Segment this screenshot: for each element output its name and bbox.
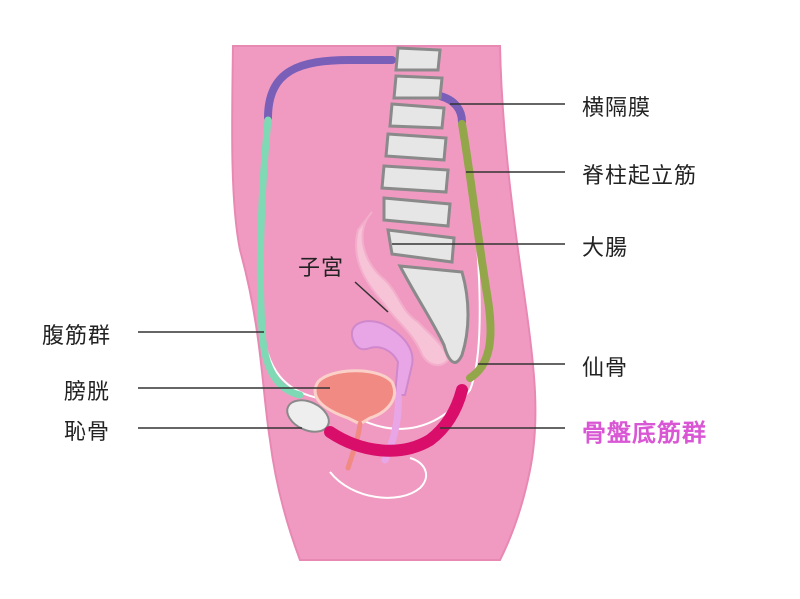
bladder: [313, 369, 396, 426]
sacrum-bone: [397, 264, 470, 364]
vertebra: [386, 228, 456, 264]
label-abdominal-muscles: 腹筋群: [42, 324, 112, 349]
vertebra: [382, 196, 452, 228]
vertebra: [394, 46, 442, 72]
vertebra: [384, 132, 448, 162]
label-bladder: 膀胱: [64, 380, 111, 405]
vertebra: [388, 102, 446, 130]
erector-spinae-muscle: [458, 120, 495, 382]
vertebra: [380, 164, 450, 194]
pelvic-floor-muscles: [324, 384, 468, 457]
vertebral-column: [380, 46, 470, 364]
label-pelvic-floor: 骨盤底筋群: [582, 419, 707, 447]
diaphragm-muscle-right: [436, 92, 466, 126]
label-large-intestine: 大腸: [582, 236, 629, 261]
label-uterus: 子宮: [298, 256, 345, 281]
label-diaphragm: 横隔膜: [582, 96, 652, 121]
label-erector-spinae: 脊柱起立筋: [582, 164, 698, 189]
diaphragm-muscle: [264, 56, 396, 122]
pubic-bone: [286, 399, 330, 433]
pelvic-base-outline: [329, 457, 428, 499]
label-sacrum: 仙骨: [582, 356, 629, 381]
vertebra: [392, 74, 444, 100]
abdominal-muscles: [256, 116, 304, 399]
label-pubic-bone: 恥骨: [64, 420, 111, 445]
